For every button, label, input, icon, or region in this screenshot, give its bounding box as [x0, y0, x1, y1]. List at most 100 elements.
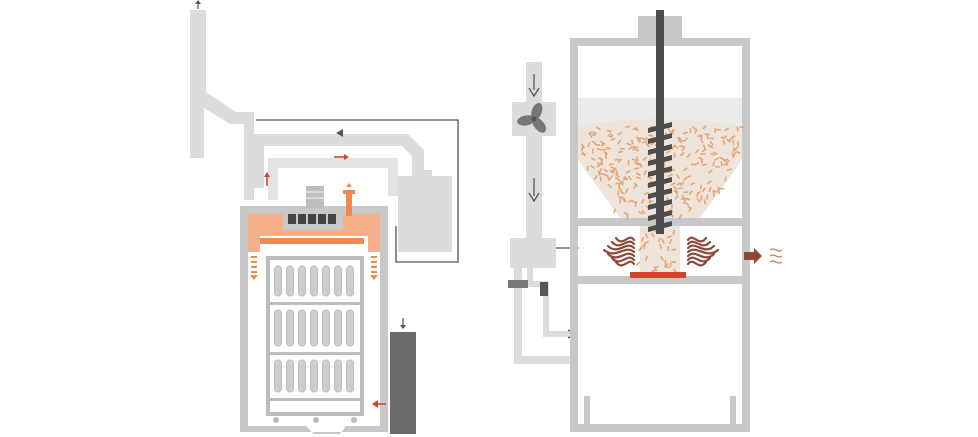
wood-chip — [716, 188, 721, 195]
fan-icon — [517, 102, 547, 133]
wood-chip — [595, 126, 602, 131]
sausage — [310, 309, 318, 347]
chimney-duct — [190, 10, 254, 158]
wood-chip — [618, 196, 624, 199]
wood-chip — [683, 191, 689, 194]
sensor-cap — [343, 190, 355, 194]
sensor-probe — [346, 194, 352, 216]
wood-chip — [682, 198, 687, 205]
panel-slot-5 — [328, 214, 336, 224]
smoke-wisp — [686, 248, 720, 255]
wood-chip — [664, 262, 669, 268]
exhaust-arrow-head-icon — [195, 0, 201, 4]
wood-chip — [610, 137, 616, 142]
trolley-shelf-3 — [268, 398, 362, 401]
smoke-wisp — [606, 252, 636, 259]
wood-chip — [703, 199, 707, 205]
wood-chip — [613, 208, 617, 214]
wood-chip — [625, 169, 631, 174]
wood-chip — [712, 190, 718, 193]
smoke-wisp — [610, 256, 636, 263]
smoke-wisp — [610, 240, 636, 247]
wood-chip — [589, 132, 593, 138]
wood-chip — [627, 160, 630, 166]
wood-chip — [641, 209, 646, 215]
wood-chip — [627, 199, 634, 203]
wood-chip — [714, 157, 720, 162]
wood-chip — [714, 165, 721, 168]
wood-chip — [614, 158, 620, 161]
wood-chip — [689, 128, 692, 134]
wood-chip — [606, 175, 610, 181]
flow-arrow-left-icon — [336, 129, 343, 137]
wood-chip — [706, 180, 712, 185]
auger — [648, 10, 672, 234]
wood-chip — [636, 136, 640, 142]
dash-l2 — [251, 261, 257, 263]
wood-chip — [638, 210, 644, 215]
wood-chip — [647, 176, 653, 180]
heater-leg-left — [248, 236, 260, 252]
heating-control-unit — [248, 183, 380, 252]
smoke-plume-left — [602, 236, 636, 267]
smoke-generator-unit — [508, 10, 783, 432]
auger-flight — [648, 199, 672, 210]
wood-chip — [732, 139, 735, 145]
air-rise-arrow-up-icon — [264, 172, 270, 177]
wood-chip — [667, 173, 673, 178]
sausage — [286, 309, 294, 347]
panel-slot-1 — [288, 214, 296, 224]
wood-chip — [710, 153, 716, 156]
wood-chip — [627, 175, 633, 181]
wood-chip — [737, 141, 740, 147]
wood-chip — [597, 170, 601, 176]
wood-chip — [708, 137, 715, 140]
wood-chip — [692, 126, 697, 131]
wood-chip — [621, 197, 626, 203]
smoke-exit-arrow-right-icon — [754, 248, 762, 264]
wood-chip — [735, 150, 741, 155]
wood-chip — [682, 167, 688, 172]
wood-chip — [709, 140, 714, 146]
wood-chip — [678, 214, 683, 220]
wood-chip — [648, 199, 654, 204]
auger-shaft — [656, 10, 664, 234]
wood-chip — [606, 129, 612, 133]
wood-chip — [593, 175, 598, 181]
wood-chip — [635, 176, 642, 180]
wood-chip — [683, 137, 689, 143]
heating-plate — [630, 272, 686, 278]
auger-flight — [648, 133, 672, 144]
wood-chip — [617, 190, 620, 196]
sausage — [346, 265, 354, 297]
chamber-floor-drain — [248, 426, 380, 434]
wood-chip — [631, 158, 638, 162]
wood-chip — [714, 128, 717, 134]
wood-chip — [653, 266, 658, 272]
wood-chip — [609, 174, 614, 180]
wood-chip — [688, 190, 693, 195]
wood-chip — [643, 240, 649, 245]
wood-chip — [643, 169, 648, 176]
wood-chip — [696, 192, 699, 198]
wood-chip — [672, 229, 676, 236]
wood-chip — [697, 134, 703, 138]
sausage — [286, 265, 294, 297]
heat-arrow-down-icon — [370, 275, 378, 280]
wood-chip — [676, 136, 681, 143]
wood-chip — [641, 198, 645, 204]
auger-flight — [648, 210, 672, 221]
wood-chip — [618, 179, 623, 185]
chamber-wall-right — [380, 206, 388, 432]
auger-flight — [648, 188, 672, 199]
trolley-frame — [266, 256, 364, 416]
wood-chip — [615, 173, 621, 178]
wood-chip — [702, 125, 707, 130]
wood-chip — [634, 167, 640, 170]
wood-chip — [677, 186, 683, 190]
recirculation-duct — [244, 112, 424, 200]
wood-chip — [681, 194, 685, 200]
wood-chip — [640, 237, 645, 243]
smoke-wisp — [686, 240, 712, 247]
